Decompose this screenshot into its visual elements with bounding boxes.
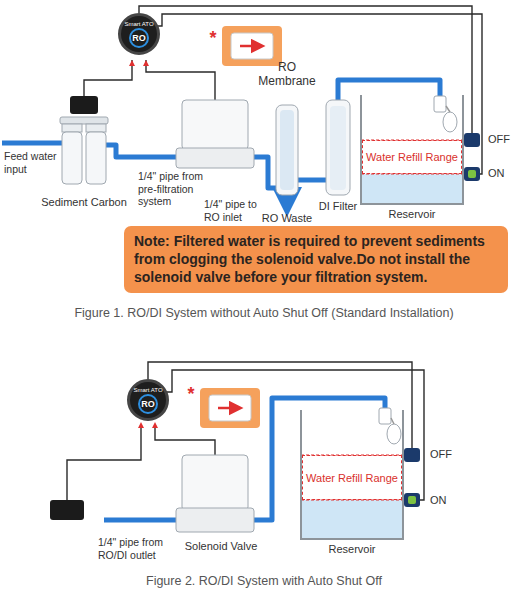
text-label: Solenoid Valve	[180, 540, 262, 553]
text-label: *	[184, 384, 198, 406]
node-text: RO	[129, 28, 149, 48]
reservoir-tank: ReservoirWater Refill Range	[360, 95, 464, 205]
node-text: Water Refill Range	[306, 472, 398, 484]
node-text: Note: Filtered water is required to prev…	[134, 232, 498, 287]
controller-node: Smart ATORO	[118, 13, 160, 55]
text-label: OFF	[430, 448, 460, 461]
text-label: 1/4" pipe to RO inlet	[204, 198, 262, 223]
note-box: Note: Filtered water is required to prev…	[124, 226, 508, 293]
node-text: Reservoir	[388, 208, 435, 220]
text-label: RO Waste	[258, 212, 316, 225]
controller-node: Smart ATORO	[127, 379, 169, 421]
node-text: Water Refill Range	[366, 151, 458, 163]
text-label: ON	[430, 494, 460, 507]
text-label: ON	[488, 167, 518, 180]
refill-range-box: Water Refill Range	[362, 140, 462, 174]
reservoir-tank: ReservoirWater Refill Range	[300, 410, 404, 540]
text-label: Sediment Carbon	[34, 196, 134, 209]
node-text: Smart ATO	[124, 21, 153, 27]
text-label: DI Filter	[314, 200, 362, 213]
refill-range-box: Water Refill Range	[302, 455, 402, 500]
figure-caption: Figure 2. RO/DI System with Auto Shut Of…	[0, 574, 528, 589]
text-label: OFF	[488, 133, 518, 146]
node-text: Reservoir	[328, 543, 375, 555]
figure-caption: Figure 1. RO/DI System without Auto Shut…	[0, 306, 528, 321]
text-label: *	[206, 28, 220, 50]
node-text: RO	[138, 394, 158, 414]
text-label: RO Membrane	[258, 60, 316, 89]
text-label: Feed water input	[4, 150, 60, 175]
node-text: Smart ATO	[133, 387, 162, 393]
text-label: 1/4" pipe from RO/DI outlet	[98, 536, 176, 561]
